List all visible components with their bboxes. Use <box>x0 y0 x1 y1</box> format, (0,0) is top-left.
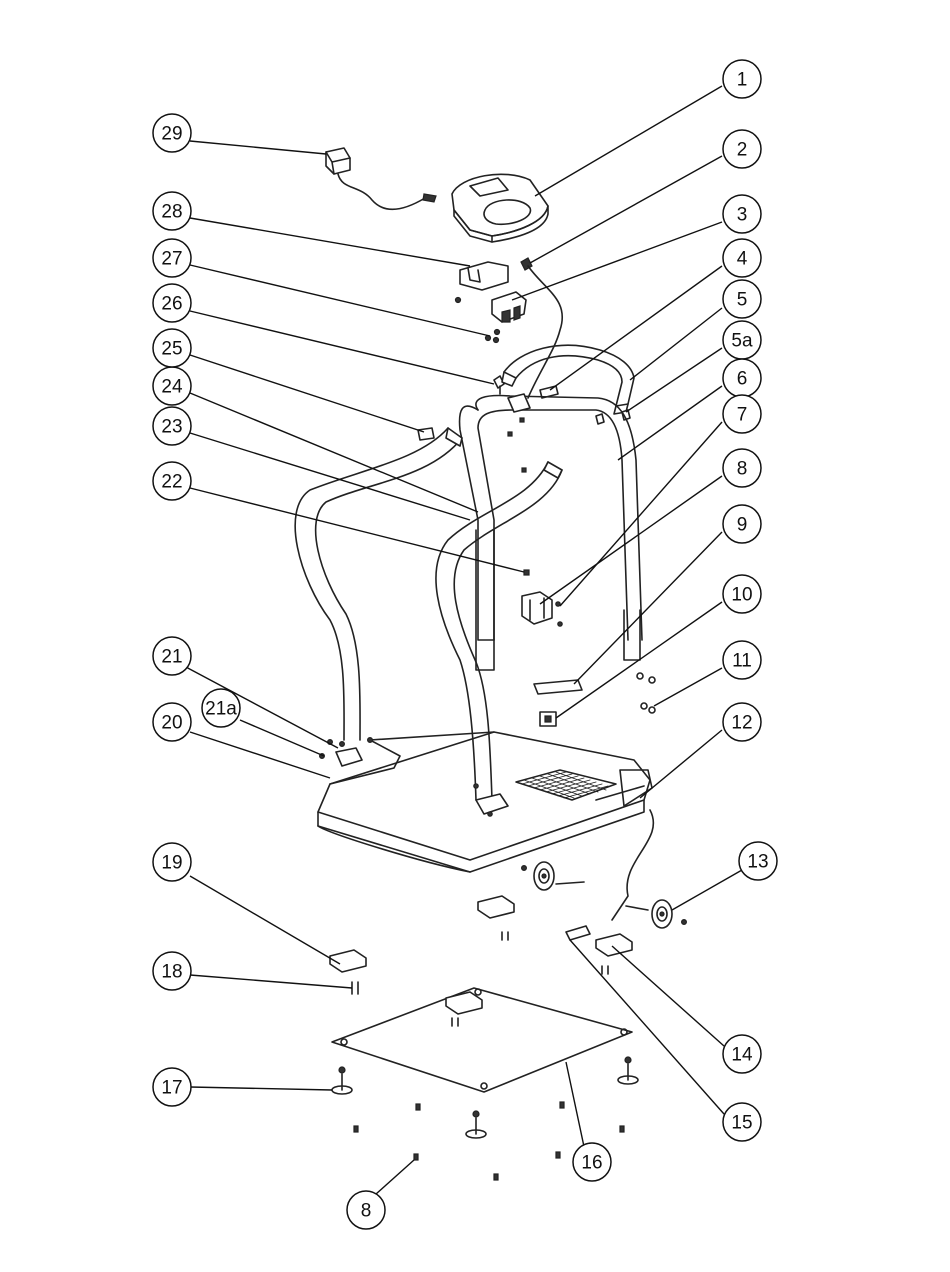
callout-14: 14 <box>723 1035 761 1073</box>
callout-28: 28 <box>153 192 191 230</box>
mount-bracket <box>522 592 562 626</box>
load-cell-a <box>478 896 514 940</box>
display-head <box>452 174 548 242</box>
callout-24: 24 <box>153 367 191 405</box>
callout-label: 23 <box>161 417 182 438</box>
callout-bubbles: 1 2 3 4 5 5a 6 7 8 9 10 11 12 13 14 15 1… <box>153 60 777 1229</box>
cable-plug <box>521 258 562 398</box>
callout-label: 21a <box>205 699 237 720</box>
small-plate-10 <box>540 712 556 726</box>
left-handle-tube <box>295 428 462 740</box>
callout-25: 25 <box>153 329 191 367</box>
callout-5a: 5a <box>723 321 761 359</box>
callout-label: 9 <box>737 515 748 536</box>
callout-label: 8 <box>361 1201 372 1222</box>
callout-7: 7 <box>723 395 761 433</box>
callout-label: 28 <box>161 202 182 223</box>
part-drawings <box>295 148 686 1180</box>
callout-11: 11 <box>723 641 761 679</box>
callout-label: 24 <box>161 377 183 398</box>
callout-label: 3 <box>737 205 748 226</box>
callout-27: 27 <box>153 239 191 277</box>
callout-label: 16 <box>581 1153 602 1174</box>
wheel-left <box>522 862 584 890</box>
callout-label: 5a <box>731 331 753 352</box>
callout-label: 5 <box>737 290 748 311</box>
label-plate-9 <box>534 680 582 694</box>
inner-handle-tube <box>436 462 562 800</box>
callout-18: 18 <box>153 952 191 990</box>
callout-16: 16 <box>573 1143 611 1181</box>
callout-2: 2 <box>723 130 761 168</box>
callout-19: 19 <box>153 843 191 881</box>
callout-4: 4 <box>723 239 761 277</box>
callout-label: 2 <box>737 140 748 161</box>
callout-20: 20 <box>153 703 191 741</box>
callout-label: 27 <box>161 249 182 270</box>
callout-label: 14 <box>731 1045 753 1066</box>
callout-23: 23 <box>153 407 191 445</box>
callout-22: 22 <box>153 462 191 500</box>
callout-15: 15 <box>723 1103 761 1141</box>
bottom-plate <box>332 988 632 1092</box>
callout-label: 17 <box>161 1078 182 1099</box>
main-frame <box>460 394 642 670</box>
rubber-mat <box>516 770 616 800</box>
callout-label: 6 <box>737 369 748 390</box>
callout-1: 1 <box>723 60 761 98</box>
callout-label: 29 <box>161 124 182 145</box>
bracket-clamp <box>456 292 527 343</box>
callout-13: 13 <box>739 842 777 880</box>
callout-label: 10 <box>731 585 752 606</box>
callout-label: 21 <box>161 647 182 668</box>
callout-21a: 21a <box>202 689 240 727</box>
callout-10: 10 <box>723 575 761 613</box>
cable-bracket <box>566 810 653 940</box>
callout-label: 13 <box>747 852 768 873</box>
callout-label: 25 <box>161 339 182 360</box>
power-adapter <box>326 148 436 209</box>
callout-26: 26 <box>153 284 191 322</box>
callout-5: 5 <box>723 280 761 318</box>
leveling-foot-right <box>618 1057 638 1084</box>
wheel-right <box>626 900 686 928</box>
screws-11 <box>637 673 655 713</box>
leader-lines <box>184 86 742 1194</box>
load-cell-b <box>596 934 632 974</box>
callout-label: 11 <box>732 651 752 672</box>
callout-label: 12 <box>731 713 752 734</box>
callout-17: 17 <box>153 1068 191 1106</box>
callout-label: 8 <box>737 459 748 480</box>
callout-9: 9 <box>723 505 761 543</box>
callout-label: 18 <box>161 962 182 983</box>
callout-label: 15 <box>731 1113 752 1134</box>
callout-label: 7 <box>737 405 748 426</box>
callout-3: 3 <box>723 195 761 233</box>
callout-8-bottom: 8 <box>347 1191 385 1229</box>
callout-label: 4 <box>737 249 748 270</box>
callout-12: 12 <box>723 703 761 741</box>
callout-label: 20 <box>161 713 182 734</box>
callout-label: 26 <box>161 294 182 315</box>
leveling-foot-left <box>332 1067 352 1094</box>
callout-label: 19 <box>161 853 182 874</box>
callout-29: 29 <box>153 114 191 152</box>
callout-label: 22 <box>161 472 182 493</box>
callout-label: 1 <box>737 70 748 91</box>
callout-8: 8 <box>723 449 761 487</box>
callout-6: 6 <box>723 359 761 397</box>
leveling-foot-center <box>466 1111 486 1138</box>
callout-21: 21 <box>153 637 191 675</box>
